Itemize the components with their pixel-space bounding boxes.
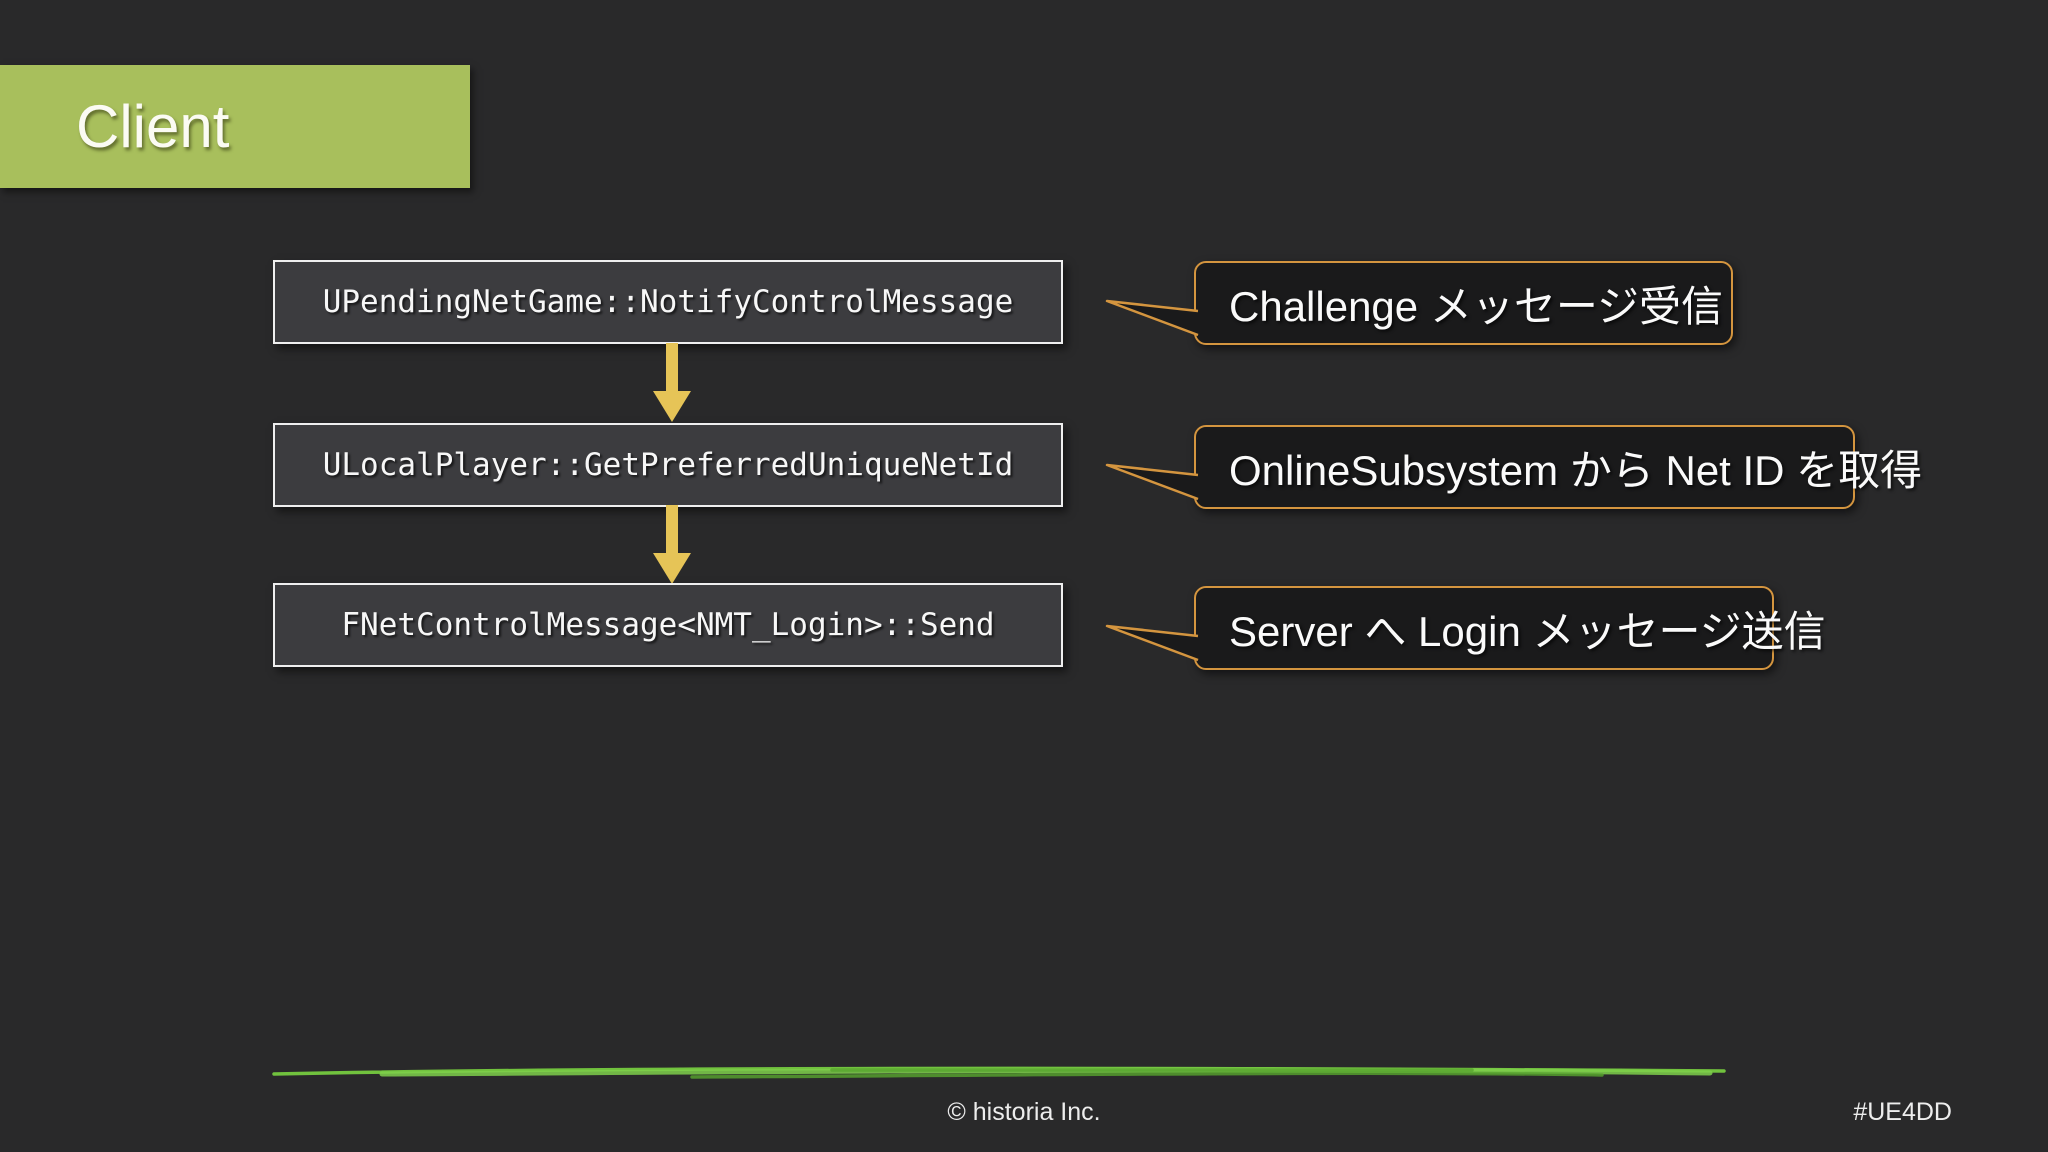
flow-node-get-preferred-unique-net-id: ULocalPlayer::GetPreferredUniqueNetId xyxy=(273,423,1063,507)
callout-note-label: Server へ Login メッセージ送信 xyxy=(1229,607,1826,655)
client-header-label: Client xyxy=(76,93,230,160)
callout-tail-icon xyxy=(1105,624,1199,662)
callout-tail-icon xyxy=(1105,463,1199,501)
green-divider-line xyxy=(272,1066,1726,1079)
callout-note-label: Challenge メッセージ受信 xyxy=(1229,282,1723,330)
hashtag-text: #UE4DD xyxy=(1853,1098,1952,1126)
callout-note-label: OnlineSubsystem から Net ID を取得 xyxy=(1229,446,1923,494)
down-arrow-icon xyxy=(653,343,691,422)
callout-send-login-message: Server へ Login メッセージ送信 xyxy=(1105,586,1826,670)
flow-node-code-label: ULocalPlayer::GetPreferredUniqueNetId xyxy=(322,447,1014,483)
flow-node-code-label: UPendingNetGame::NotifyControlMessage xyxy=(322,284,1014,320)
callout-get-net-id: OnlineSubsystem から Net ID を取得 xyxy=(1105,425,1922,509)
flow-node-code-label: FNetControlMessage<NMT_Login>::Send xyxy=(341,607,995,643)
copyright-text: © historia Inc. xyxy=(947,1098,1101,1126)
client-section-header: Client xyxy=(0,65,470,188)
flow-node-notify-control-message: UPendingNetGame::NotifyControlMessage xyxy=(273,260,1063,344)
flow-node-net-control-message-send: FNetControlMessage<NMT_Login>::Send xyxy=(273,583,1063,667)
callout-challenge-received: Challenge メッセージ受信 xyxy=(1105,261,1733,345)
down-arrow-icon xyxy=(653,505,691,584)
callout-tail-icon xyxy=(1105,299,1199,337)
